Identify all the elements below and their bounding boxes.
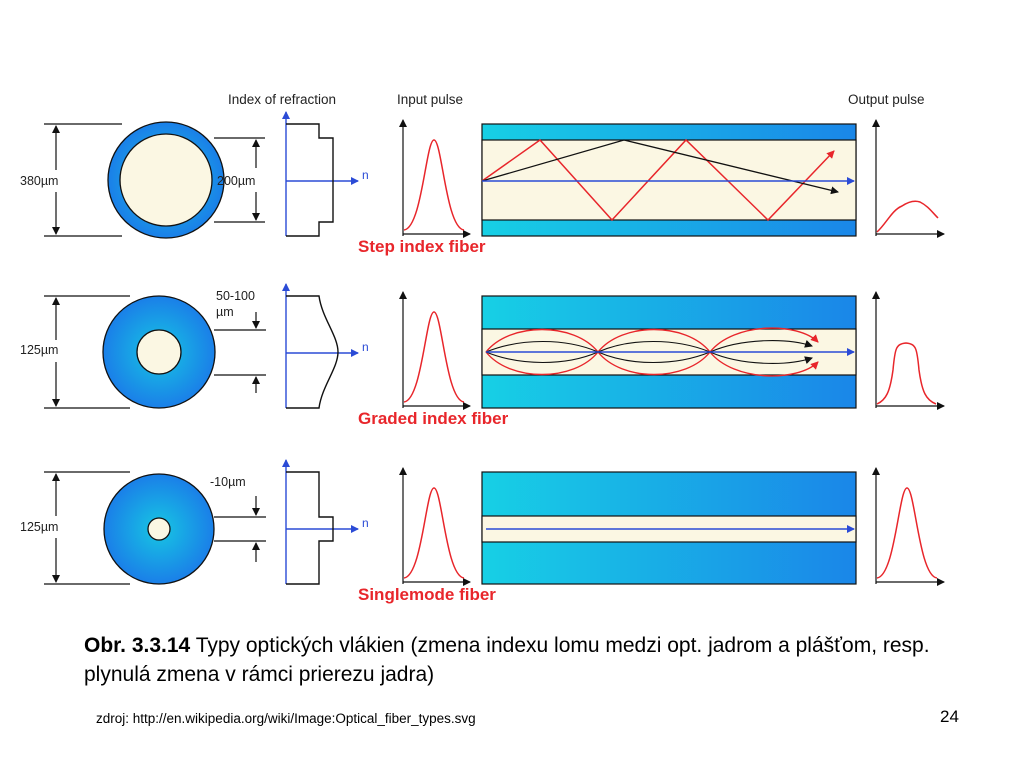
core-diameter-label: -10µm [210, 475, 246, 489]
row-step-index: 380µm 200µm n [20, 111, 945, 256]
n-axis-label: n [362, 340, 369, 354]
fiber-cross-section-core [119, 133, 213, 227]
fiber-cross-section-core [136, 329, 182, 375]
n-axis-label: n [362, 168, 369, 182]
header-index-of-refraction: Index of refraction [228, 92, 336, 107]
input-pulse-graph [399, 291, 471, 410]
outer-diameter-label: 380µm [20, 174, 58, 188]
caption-text: Typy optických vlákien (zmena indexu lom… [84, 634, 930, 686]
header-output-pulse: Output pulse [848, 92, 925, 107]
input-pulse-graph [399, 467, 471, 586]
n-axis-label: n [362, 516, 369, 530]
row-singlemode: 125µm -10µm n [20, 459, 945, 604]
core-diameter-dimension [214, 312, 266, 393]
outer-diameter-dimension [44, 471, 130, 585]
curved-rays [485, 327, 819, 377]
row-graded-index: 125µm 50-100 µm n [20, 283, 945, 428]
header-input-pulse: Input pulse [397, 92, 463, 107]
output-pulse-graph [872, 119, 945, 238]
optical-fiber-types-diagram: Index of refraction Input pulse Output p… [20, 92, 945, 604]
refractive-index-profile [282, 459, 359, 585]
figure-caption: Obr. 3.3.14 Typy optických vlákien (zmen… [84, 631, 964, 689]
fiber-longitudinal-view [481, 123, 857, 237]
fiber-type-label: Graded index fiber [358, 409, 509, 428]
fiber-type-label: Singlemode fiber [358, 585, 496, 604]
source-note: zdroj: http://en.wikipedia.org/wiki/Imag… [96, 711, 476, 726]
refractive-index-profile [282, 111, 359, 237]
core-diameter-dimension [214, 496, 266, 562]
low-angle-ray [481, 139, 839, 195]
output-pulse-graph [872, 467, 945, 586]
fiber-type-label: Step index fiber [358, 237, 486, 256]
fiber-longitudinal-view [481, 295, 857, 409]
output-pulse-graph [872, 291, 945, 410]
page-number: 24 [940, 707, 959, 726]
core-diameter-label-line2: µm [216, 305, 234, 319]
fiber-longitudinal-view [481, 471, 857, 585]
caption-number: Obr. 3.3.14 [84, 634, 191, 657]
outer-diameter-dimension [44, 123, 122, 237]
core-diameter-label-line1: 50-100 [216, 289, 255, 303]
core-diameter-label: 200µm [217, 174, 255, 188]
zigzag-ray [481, 138, 835, 222]
core-diameter-dimension [214, 137, 265, 223]
input-pulse-graph [399, 119, 471, 238]
fiber-cross-section-core [147, 517, 171, 541]
outer-diameter-label: 125µm [20, 343, 58, 357]
refractive-index-profile [282, 283, 359, 409]
outer-diameter-dimension [44, 295, 130, 409]
outer-diameter-label: 125µm [20, 520, 58, 534]
